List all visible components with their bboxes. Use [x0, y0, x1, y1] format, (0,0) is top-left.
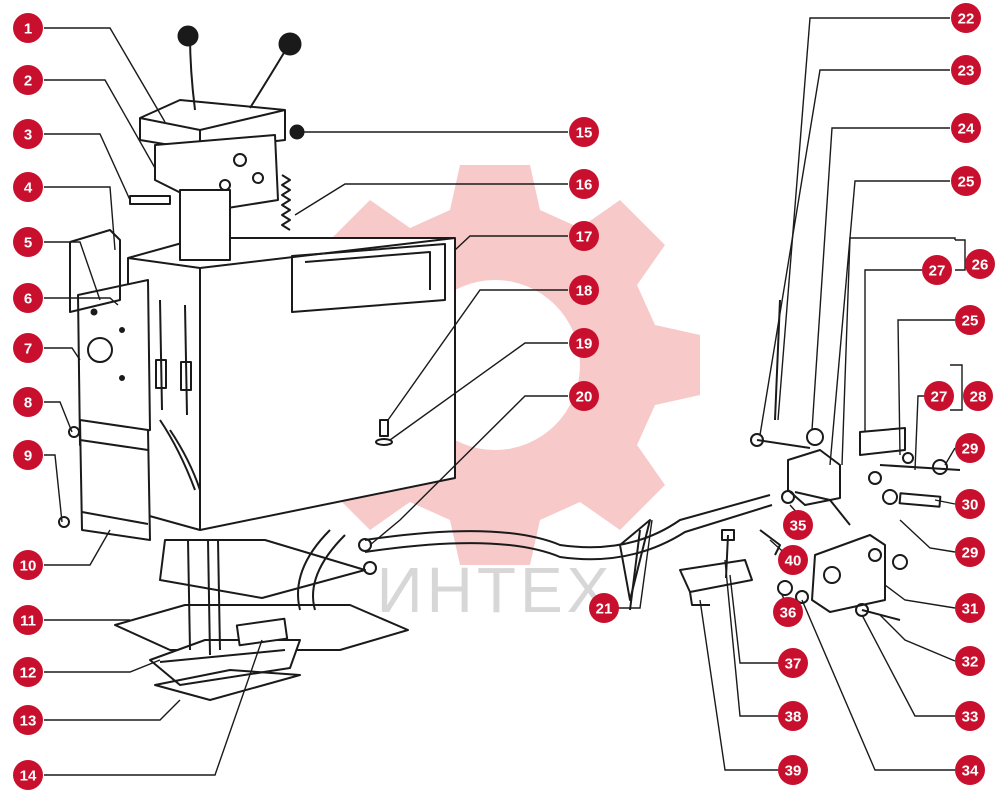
- callout-15: 15: [569, 117, 599, 147]
- callout-badges: 1 2 3 4 5 6 7 8 9 10 11 12 13 14 15 16 1…: [13, 3, 995, 790]
- svg-text:10: 10: [20, 558, 37, 575]
- svg-text:35: 35: [790, 518, 807, 535]
- svg-text:13: 13: [20, 713, 37, 730]
- callout-38: 38: [778, 701, 808, 731]
- callout-40: 40: [778, 545, 808, 575]
- callout-22: 22: [951, 3, 981, 33]
- svg-text:32: 32: [962, 654, 979, 671]
- callout-28: 28: [963, 381, 993, 411]
- svg-text:33: 33: [962, 709, 979, 726]
- callout-13: 13: [13, 705, 43, 735]
- control-cables: [364, 494, 773, 611]
- callout-32: 32: [955, 646, 985, 676]
- svg-text:16: 16: [576, 177, 593, 194]
- svg-text:22: 22: [958, 11, 975, 28]
- callout-29-lower: 29: [955, 537, 985, 567]
- svg-text:38: 38: [785, 709, 802, 726]
- svg-text:1: 1: [24, 21, 32, 38]
- callout-16: 16: [569, 169, 599, 199]
- svg-text:4: 4: [24, 180, 33, 197]
- svg-text:6: 6: [24, 291, 32, 308]
- svg-text:14: 14: [20, 768, 37, 785]
- svg-text:23: 23: [958, 63, 975, 80]
- svg-text:18: 18: [576, 283, 593, 300]
- callout-36: 36: [773, 597, 803, 627]
- watermark-text: ИНТЕХ: [377, 554, 614, 626]
- svg-text:8: 8: [24, 395, 32, 412]
- svg-text:11: 11: [20, 613, 36, 630]
- callout-3: 3: [13, 119, 43, 149]
- svg-text:12: 12: [20, 665, 37, 682]
- svg-text:17: 17: [576, 229, 593, 246]
- callout-30: 30: [955, 489, 985, 519]
- callout-12: 12: [13, 657, 43, 687]
- svg-text:9: 9: [24, 448, 32, 465]
- callout-26: 26: [965, 249, 995, 279]
- callout-10: 10: [13, 550, 43, 580]
- callout-34: 34: [955, 755, 985, 785]
- svg-text:25: 25: [962, 313, 979, 330]
- svg-text:30: 30: [962, 497, 979, 514]
- callout-25-upper: 25: [951, 166, 981, 196]
- callout-19: 19: [569, 328, 599, 358]
- callout-18: 18: [569, 275, 599, 305]
- svg-text:31: 31: [962, 601, 979, 618]
- callout-6: 6: [13, 283, 43, 313]
- callout-4: 4: [13, 172, 43, 202]
- svg-text:24: 24: [958, 121, 975, 138]
- svg-text:37: 37: [785, 656, 802, 673]
- svg-text:20: 20: [576, 389, 593, 406]
- svg-text:27: 27: [929, 263, 946, 280]
- svg-text:15: 15: [576, 125, 593, 142]
- svg-text:40: 40: [785, 553, 802, 570]
- svg-text:25: 25: [958, 174, 975, 191]
- callout-31: 31: [955, 593, 985, 623]
- svg-text:29: 29: [962, 545, 979, 562]
- callout-39: 39: [778, 755, 808, 785]
- callout-25-lower: 25: [955, 305, 985, 335]
- callout-20: 20: [569, 381, 599, 411]
- svg-text:5: 5: [24, 235, 32, 252]
- callout-8: 8: [13, 387, 43, 417]
- callout-29-upper: 29: [955, 433, 985, 463]
- svg-text:2: 2: [24, 73, 32, 90]
- callout-27-upper: 27: [922, 255, 952, 285]
- callout-9: 9: [13, 440, 43, 470]
- callout-17: 17: [569, 221, 599, 251]
- callout-14: 14: [13, 760, 43, 790]
- callout-23: 23: [951, 55, 981, 85]
- svg-text:26: 26: [972, 257, 989, 274]
- callout-37: 37: [778, 648, 808, 678]
- callout-11: 11: [13, 605, 43, 635]
- leader-lines: [44, 17, 966, 776]
- svg-text:3: 3: [24, 127, 32, 144]
- callout-27-lower: 27: [924, 381, 954, 411]
- control-box-assembly: [58, 25, 456, 701]
- linkage-assembly: [679, 299, 961, 621]
- callout-35: 35: [783, 510, 813, 540]
- svg-text:7: 7: [24, 341, 32, 358]
- callout-33: 33: [955, 701, 985, 731]
- svg-text:39: 39: [785, 763, 802, 780]
- svg-text:34: 34: [962, 763, 979, 780]
- callout-21: 21: [589, 593, 619, 623]
- svg-text:28: 28: [970, 389, 987, 406]
- svg-text:36: 36: [780, 605, 797, 622]
- callout-5: 5: [13, 227, 43, 257]
- svg-text:29: 29: [962, 441, 979, 458]
- svg-text:19: 19: [576, 336, 593, 353]
- callout-1: 1: [13, 13, 43, 43]
- callout-2: 2: [13, 65, 43, 95]
- callout-7: 7: [13, 333, 43, 363]
- callout-24: 24: [951, 113, 981, 143]
- svg-text:27: 27: [931, 389, 948, 406]
- svg-text:21: 21: [596, 601, 613, 618]
